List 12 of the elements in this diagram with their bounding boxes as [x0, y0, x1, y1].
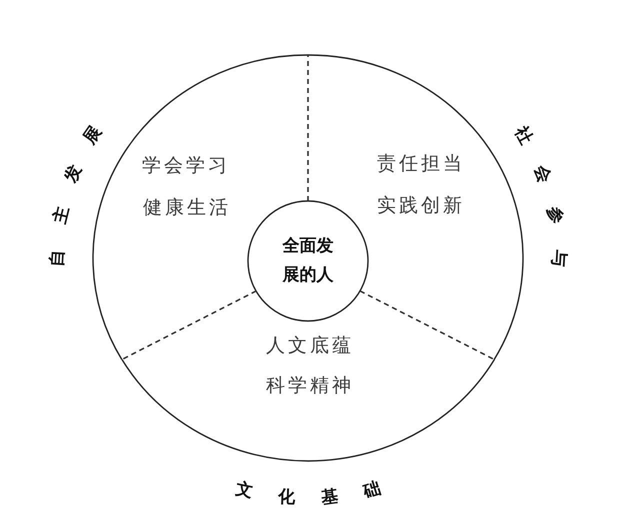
- sector-text: 人文底蕴: [266, 336, 354, 356]
- circle-sector: [120, 290, 496, 462]
- curved-label: 社会参与: [510, 123, 569, 294]
- curved-label: 文化基础: [234, 470, 408, 509]
- sector-text: 实践创新: [377, 196, 465, 216]
- sector-text: 责任担当: [377, 154, 465, 174]
- center-circle: [247, 200, 369, 322]
- curved-label: 自主发展: [47, 101, 121, 268]
- sector-text: 学会学习: [142, 156, 230, 176]
- sector-text: 健康生活: [143, 198, 231, 218]
- center-text: 全面发展的人: [281, 235, 334, 287]
- sector-text: 科学精神: [266, 376, 354, 396]
